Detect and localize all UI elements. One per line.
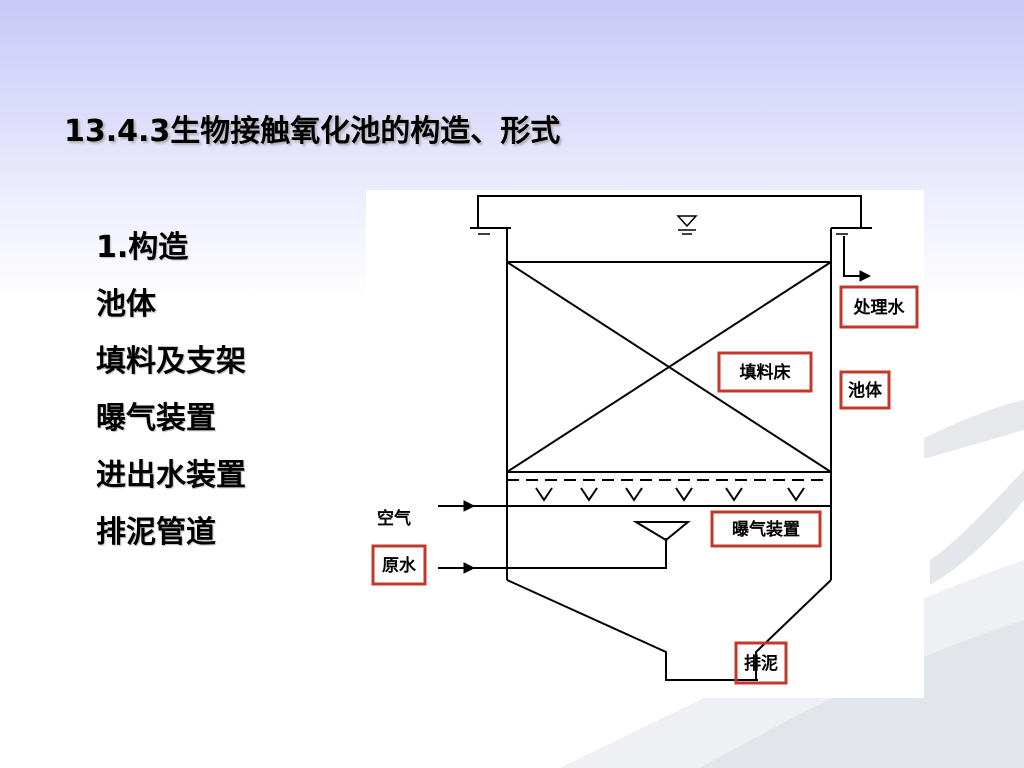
label-raw-water: 原水 [382,555,417,576]
list-item-sludge-pipe: 排泥管道 [96,515,216,550]
label-air: 空气 [377,508,411,529]
list-item-packing-support: 填料及支架 [96,344,246,379]
list-item-structure-heading: 1.构造 [96,230,189,265]
label-sludge-discharge: 排泥 [744,653,778,674]
list-item-inlet-outlet: 进出水装置 [96,458,246,493]
label-treated-water: 处理水 [853,297,906,318]
label-packing-bed: 填料床 [740,362,792,383]
structure-list: 1.构造 池体 填料及支架 曝气装置 进出水装置 排泥管道 [96,226,246,568]
list-item-aeration: 曝气装置 [96,401,216,436]
list-item-tank-body: 池体 [96,287,156,322]
label-aeration-device: 曝气装置 [732,519,800,540]
slide-title: 13.4.3生物接触氧化池的构造、形式 [64,114,561,149]
contact-oxidation-tank-diagram: 处理水 池体 填料床 空气 曝气装置 原水 排泥 [366,190,924,698]
label-tank-body: 池体 [848,380,883,401]
